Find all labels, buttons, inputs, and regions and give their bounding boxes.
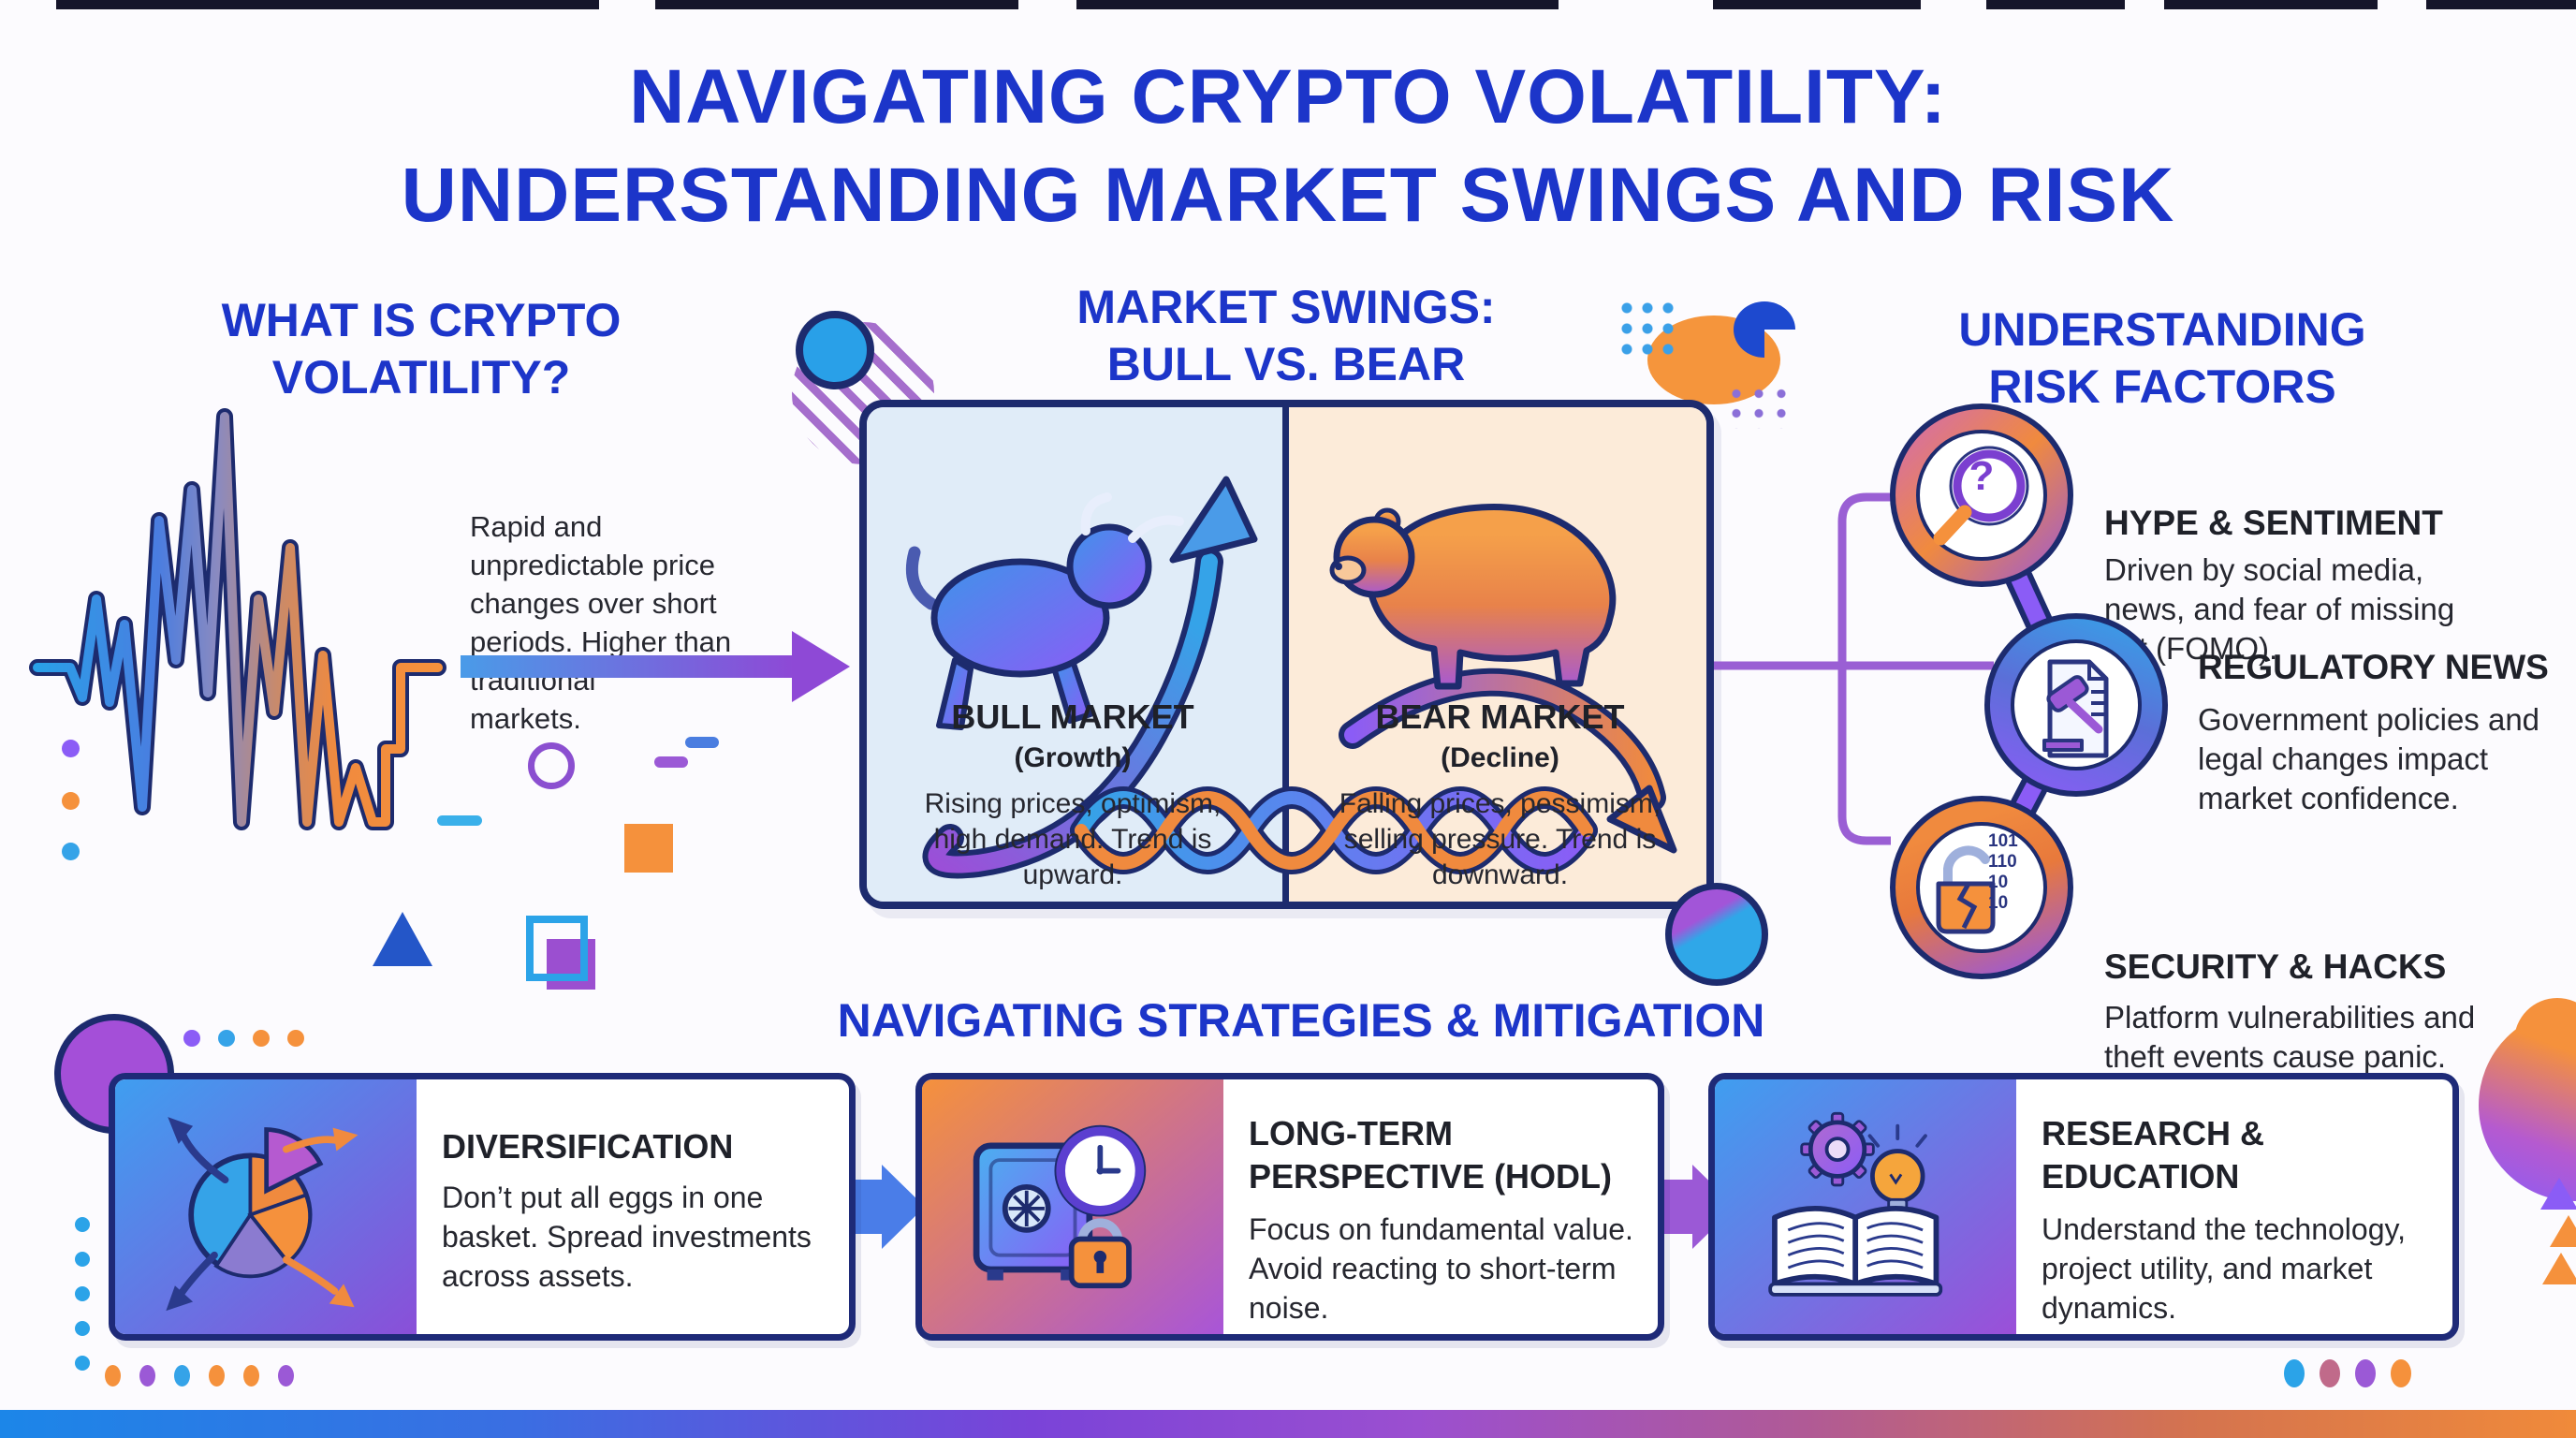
decor-dot [75, 1356, 90, 1371]
flow-arrow-shaft [461, 655, 794, 678]
decor-dot-grid-purple [1725, 384, 1787, 429]
decor-dot [75, 1321, 90, 1336]
decor-triangle [2550, 1215, 2576, 1247]
decor-square [624, 824, 673, 873]
security-description: Platform vulnerabilities and theft event… [2104, 1000, 2476, 1074]
bear-description: Falling prices, pessimism, selling press… [1339, 788, 1661, 890]
bull-description: Rising prices, optimism, high demand. Tr… [924, 788, 1222, 890]
top-bar-segment [655, 0, 1018, 9]
top-bar-segment [1986, 0, 2125, 9]
bottom-gradient-bar [0, 1410, 2576, 1438]
decor-triangle [2540, 1178, 2576, 1210]
card-long-term-description: Focus on fundamental value. Avoid reacti… [1249, 1212, 1633, 1325]
bull-subtitle: (Growth) [1014, 742, 1132, 773]
decor-dot [62, 792, 80, 810]
gavel-document-icon [2011, 639, 2142, 770]
decor-blue-circle [796, 311, 874, 389]
bear-subtitle: (Decline) [1441, 742, 1559, 773]
decor-blue-pie [1734, 301, 1795, 358]
decor-dot [139, 1365, 155, 1387]
bull-title: BULL MARKET [951, 697, 1194, 736]
magnifier-question-mark: ? [1969, 453, 1995, 499]
decor-dot [75, 1217, 90, 1232]
hype-ring [1890, 404, 2073, 587]
decor-dot [62, 843, 80, 860]
bear-falling-arrow-icon [1329, 504, 1677, 854]
decor-dot [287, 1030, 304, 1047]
card-arrow-shaft [1659, 1180, 1694, 1234]
market-swings-heading: MARKET SWINGS: BULL VS. BEAR [1076, 281, 1496, 390]
decor-dot [75, 1252, 90, 1267]
strategies-heading: NAVIGATING STRATEGIES & MITIGATION [837, 994, 1765, 1047]
decor-circle-outline [528, 742, 575, 789]
decor-dot [2355, 1359, 2376, 1387]
decor-dash [654, 756, 688, 768]
top-bar-segment [1713, 0, 1921, 9]
security-title: SECURITY & HACKS [2104, 947, 2447, 986]
decor-dot [2391, 1359, 2411, 1387]
decor-dash [685, 737, 719, 748]
page-title: NAVIGATING CRYPTO VOLATILITY: UNDERSTAND… [401, 54, 2175, 238]
card-diversification-title: DIVERSIFICATION [442, 1127, 734, 1166]
binary-digits: 101 110 10 10 [1988, 831, 2018, 913]
decor-dot [278, 1365, 294, 1387]
wave-squiggle-icon [1070, 786, 1598, 874]
regulatory-title: REGULATORY NEWS [2198, 648, 2549, 686]
decor-dot [62, 740, 80, 757]
top-bar-segment [2426, 0, 2576, 9]
volatility-description: Rapid and unpredictable price changes ov… [470, 510, 732, 735]
decor-dot [218, 1030, 235, 1047]
book-gear-lightbulb-icon [1768, 1111, 1943, 1297]
bear-title: BEAR MARKET [1375, 697, 1625, 736]
hype-title: HYPE & SENTIMENT [2104, 504, 2443, 542]
top-bar-segment [56, 0, 599, 9]
card-research-description: Understand the technology, project utili… [2042, 1212, 2406, 1325]
magnifier-question-icon [1916, 430, 2047, 561]
decor-dot-grid-blue [1617, 298, 1682, 360]
decor-dot [209, 1365, 225, 1387]
card-diversification-description: Don’t put all eggs in one basket. Spread… [442, 1181, 812, 1293]
decor-dot [183, 1030, 200, 1047]
card-research-title: RESEARCH & EDUCATION [2042, 1114, 2265, 1196]
decor-dot [105, 1365, 121, 1387]
security-ring [1890, 796, 2073, 979]
decor-triangle [2542, 1253, 2576, 1284]
regulatory-ring [1984, 613, 2168, 797]
risk-heading: UNDERSTANDING RISK FACTORS [1958, 303, 2366, 413]
decor-dot [2320, 1359, 2340, 1387]
regulatory-description: Government policies and legal changes im… [2198, 702, 2540, 815]
vault-clock-padlock-icon [973, 1124, 1147, 1289]
decor-dot [174, 1365, 190, 1387]
box-divider [1282, 407, 1289, 902]
decor-dot [2284, 1359, 2305, 1387]
decor-square-outline [526, 916, 588, 981]
decor-dot [75, 1286, 90, 1301]
broken-padlock-icon [1916, 822, 2047, 953]
decor-dot [253, 1030, 270, 1047]
decor-dot [243, 1365, 259, 1387]
pie-chart-arrows-icon [166, 1117, 359, 1312]
flow-arrow-head [792, 631, 850, 702]
top-bar-segment [1076, 0, 1559, 9]
top-bar-segment [2164, 0, 2378, 9]
decor-dash [437, 815, 482, 826]
volatility-heading: WHAT IS CRYPTO VOLATILITY? [221, 294, 622, 404]
decor-triangle [373, 912, 432, 966]
volatility-zigzag-chart-icon [29, 408, 446, 830]
decor-blue-purple-circle [1665, 883, 1768, 986]
card-long-term-title: LONG-TERM PERSPECTIVE (HODL) [1249, 1114, 1613, 1196]
